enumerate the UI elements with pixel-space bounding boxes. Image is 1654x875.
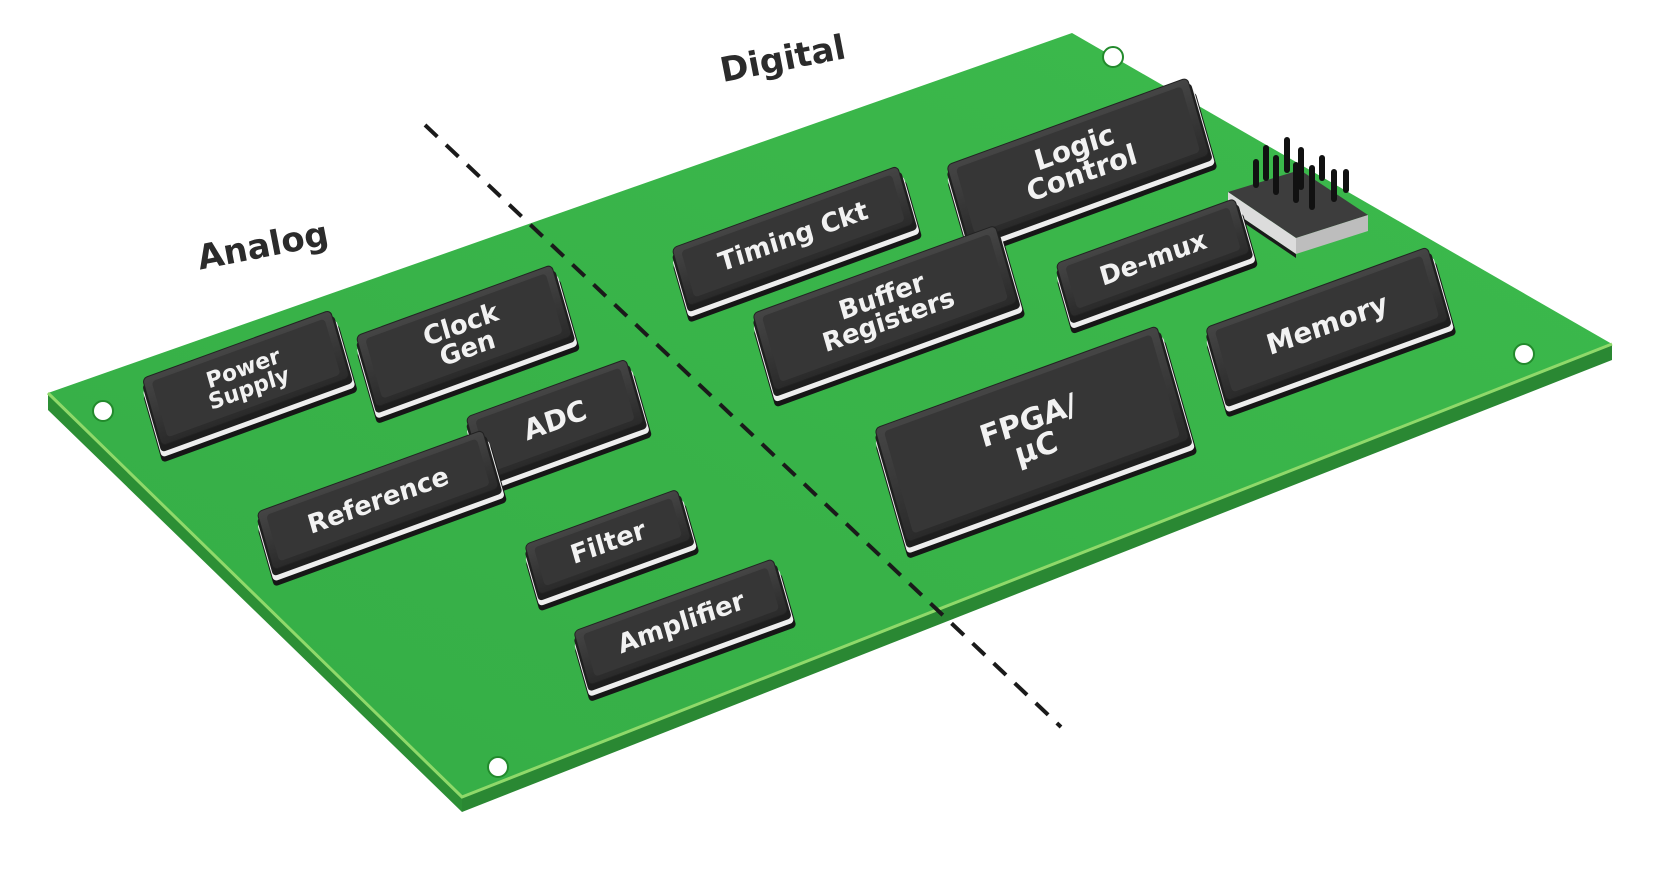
- chip-top-face: [583, 568, 779, 676]
- analog-region-label: Analog: [194, 214, 332, 279]
- mounting-hole: [1102, 46, 1124, 68]
- circuit-board: [46, 33, 1613, 812]
- digital-region-label: Digital: [717, 27, 849, 90]
- chip-top-face: [1066, 208, 1240, 308]
- analog-digital-divider: [423, 123, 1063, 729]
- chip-fpga-uc: FPGA/µC: [875, 326, 1197, 558]
- mounting-hole: [487, 756, 509, 778]
- chip-memory: Memory: [1206, 247, 1456, 417]
- chip-top-face: [1215, 256, 1439, 392]
- chip-top-face: [534, 498, 682, 586]
- chip-top-face: [956, 87, 1200, 233]
- board-side-front: [462, 344, 1612, 812]
- chip-top-face: [884, 335, 1180, 533]
- mounting-hole: [1513, 343, 1535, 365]
- mounting-hole: [92, 400, 114, 422]
- chip-top-face: [476, 368, 634, 472]
- chip-top-face: [682, 175, 904, 297]
- board-side-left: [48, 393, 462, 812]
- board-edge-highlight: [46, 342, 1613, 799]
- chip-amplifier: Amplifier: [574, 559, 796, 701]
- chip-top-face: [152, 319, 340, 437]
- chip-reference: Reference: [257, 430, 507, 586]
- pin-header-connector: [1228, 137, 1368, 258]
- chip-de-mux: De-mux: [1056, 199, 1258, 334]
- chip-adc: ADC: [466, 360, 652, 497]
- chip-top-face: [762, 234, 1008, 382]
- chip-top-face: [267, 439, 489, 561]
- chip-filter: Filter: [525, 490, 699, 611]
- chip-top-face: [366, 274, 562, 398]
- chip-layer: PowerSupplyClockGenADCReferenceFilterAmp…: [143, 78, 1456, 701]
